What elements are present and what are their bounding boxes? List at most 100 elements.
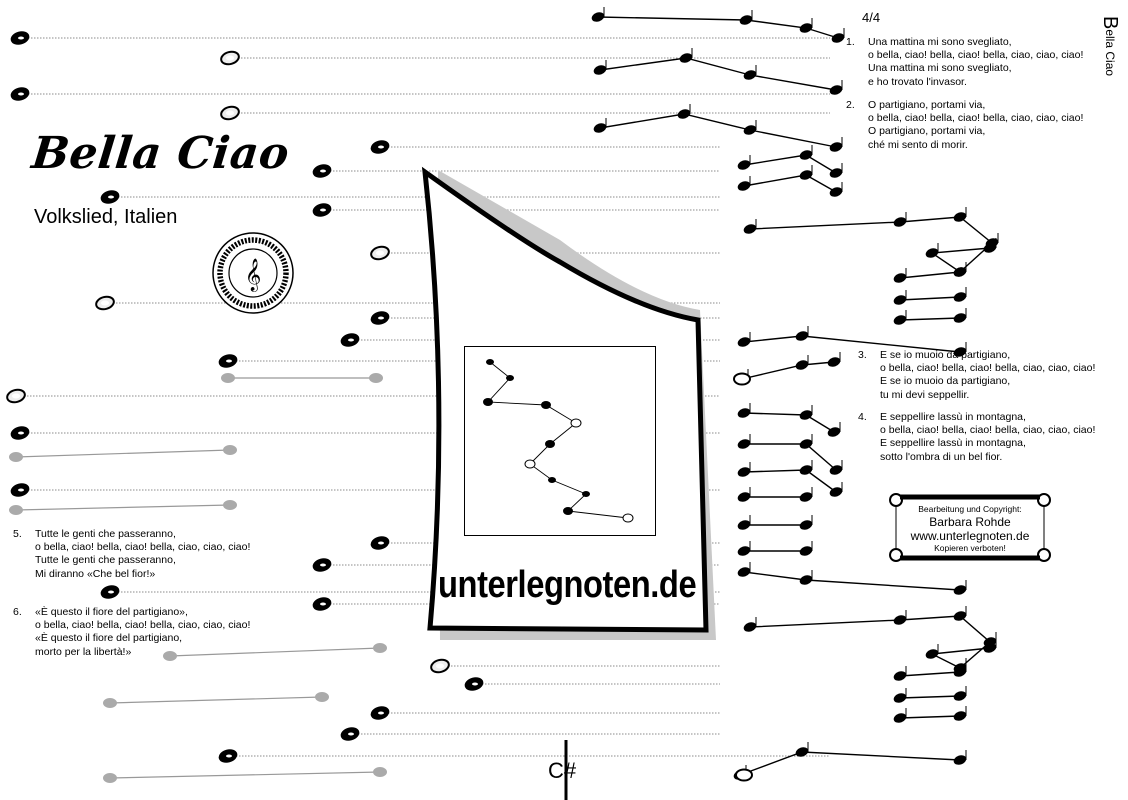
- side-title-rest: ella Ciao: [1103, 29, 1117, 77]
- melody-segment: [741, 361, 835, 380]
- melody-note: [799, 492, 813, 502]
- copyright-author: Barbara Rohde: [929, 515, 1011, 529]
- verse-line: o bella, ciao! bella, ciao! bella, ciao,…: [868, 49, 1084, 62]
- melody-note: [737, 160, 751, 170]
- melody-note: [737, 467, 751, 477]
- note-hole: [378, 711, 384, 715]
- note-hole: [226, 754, 232, 758]
- grey-note: [373, 643, 387, 653]
- melody-note: [893, 273, 907, 283]
- note-hole: [226, 110, 234, 116]
- melody-note: [799, 520, 813, 530]
- note-hole: [18, 36, 24, 40]
- note-hole: [18, 92, 24, 96]
- note-hole: [320, 563, 326, 567]
- verse-line: Una mattina mi sono svegliato,: [868, 62, 1012, 75]
- note-hole: [348, 338, 354, 342]
- melody-note: [593, 123, 607, 133]
- note-hole: [376, 250, 384, 256]
- verse-line: Una mattina mi sono svegliato,: [868, 36, 1012, 48]
- melody-note: [829, 187, 843, 197]
- verse-line: E seppellire lassù in montagna,: [880, 437, 1026, 450]
- melody-note: [893, 671, 907, 681]
- brand-logo-shape: [421, 166, 716, 640]
- verse-line: Mi diranno «Che bel fior!»: [35, 567, 156, 580]
- melody-segment: [899, 695, 961, 699]
- melody-note: [953, 585, 967, 595]
- verse-line: tu mi devi seppellir.: [880, 388, 970, 401]
- verse-line: E se io muoio da partigiano,: [880, 375, 1011, 388]
- note-hole: [320, 208, 326, 212]
- verse-line: morto per la libertà!»: [35, 645, 132, 658]
- grey-note: [373, 767, 387, 777]
- melody-segment: [899, 715, 961, 719]
- melody-note: [737, 408, 751, 418]
- melody-note: [827, 427, 841, 437]
- key-signature: C#: [548, 758, 577, 783]
- melody-note: [893, 217, 907, 227]
- melody-note: [795, 331, 809, 341]
- melody-note: [737, 337, 751, 347]
- melody-segment: [744, 443, 837, 471]
- melody-note: [827, 357, 841, 367]
- verse-line: «È questo il fiore del partigiano»,: [35, 606, 188, 618]
- melody-note: [829, 465, 843, 475]
- melody-segment: [743, 571, 961, 591]
- melody-note: [953, 212, 967, 222]
- melody-note: [737, 181, 751, 191]
- melody-segment: [597, 16, 839, 39]
- copyright-label: Bearbeitung und Copyright:: [918, 504, 1022, 514]
- grey-phrase: [169, 647, 381, 657]
- note-hole: [18, 431, 24, 435]
- grey-note: [103, 698, 117, 708]
- verse-line: o bella, ciao! bella, ciao! bella, ciao,…: [35, 541, 251, 554]
- half-note: [735, 768, 753, 782]
- side-title-first: B: [1099, 16, 1121, 30]
- melody-note: [795, 360, 809, 370]
- logo-melody-box: [464, 346, 656, 536]
- melody-note: [591, 12, 605, 22]
- grey-note: [315, 692, 329, 702]
- melody-note: [953, 292, 967, 302]
- note-hole: [348, 732, 354, 736]
- melody-note: [953, 691, 967, 701]
- verse-number: 2.: [846, 99, 855, 111]
- verse-line: ché mi sento di morir.: [868, 138, 968, 151]
- melody-notes: [591, 7, 999, 782]
- melody-note: [593, 65, 607, 75]
- verse-line: Tutte le genti che passeranno,: [35, 528, 176, 540]
- grey-phrase: [109, 771, 381, 779]
- copyright-block: Bearbeitung und Copyright: Barbara Rohde…: [890, 492, 1050, 562]
- copyright-site: www.unterlegnoten.de: [910, 529, 1030, 543]
- melody-note: [953, 267, 967, 277]
- verse-line: Tutte le genti che passeranno,: [35, 554, 176, 567]
- grey-note: [9, 452, 23, 462]
- melody-segment: [743, 154, 837, 174]
- verse-5: 5.Tutte le genti che passeranno, o bella…: [13, 528, 250, 581]
- melody-note: [737, 520, 751, 530]
- melody-note: [953, 667, 967, 677]
- melody-note: [893, 713, 907, 723]
- verse-line: o bella, ciao! bella, ciao! bella, ciao,…: [35, 619, 251, 632]
- note-hole: [320, 602, 326, 606]
- melody-segment: [899, 296, 961, 301]
- melody-note: [743, 125, 757, 135]
- grey-note: [103, 773, 117, 783]
- melody-note: [983, 243, 997, 253]
- verse-line: o bella, ciao! bella, ciao! bella, ciao,…: [880, 424, 1096, 437]
- melody-note: [925, 649, 939, 659]
- verse-line: E seppellire lassù in montagna,: [880, 411, 1026, 423]
- verse-1: 1.Una mattina mi sono svegliato, o bella…: [846, 36, 1083, 89]
- melody-segment: [749, 615, 992, 669]
- grey-note: [369, 373, 383, 383]
- grey-phrase: [15, 504, 231, 511]
- logo-melody-notes: [483, 359, 634, 523]
- grey-phrase: [109, 696, 323, 704]
- melody-segment: [599, 113, 837, 148]
- melody-note: [799, 465, 813, 475]
- song-subtitle: Volkslied, Italien: [34, 206, 178, 228]
- note-hole: [378, 316, 384, 320]
- melody-note: [829, 85, 843, 95]
- melody-note: [829, 142, 843, 152]
- verse-line: E se io muoio da partigiano,: [880, 349, 1011, 361]
